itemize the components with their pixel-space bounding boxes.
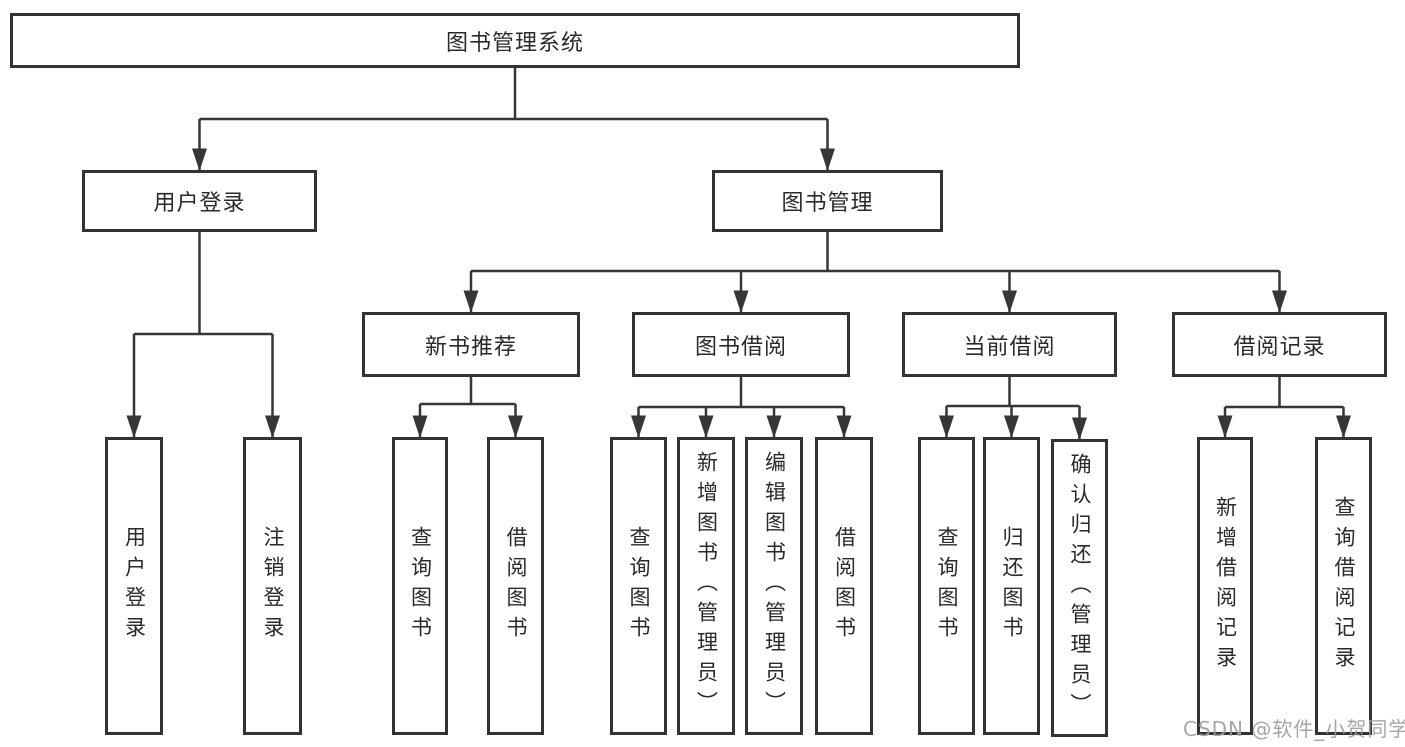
node-section-new-books-label: 新书推荐 [424,334,517,360]
leaf-newbooks-borrow-label: 借阅图书 [504,526,528,646]
leaf-newbooks-borrow: 借阅图书 [487,437,544,735]
node-user-login-branch: 用户登录 [82,170,317,232]
csdn-watermark: CSDN @软件_小贺同学 [1183,717,1405,741]
node-user-login-label: 用户登录 [153,191,246,216]
leaf-records-query-label: 查询借阅记录 [1332,496,1356,676]
leaf-borrow-query: 查询图书 [610,437,667,735]
node-book-mgmt-branch: 图书管理 [712,170,943,232]
leaf-current-confirm-return-admin: 确认归还（管理员） [1051,439,1108,737]
leaf-current-query: 查询图书 [918,437,975,735]
leaf-newbooks-query-label: 查询图书 [408,526,433,646]
node-root-label: 图书管理系统 [445,30,584,56]
leaf-records-query: 查询借阅记录 [1315,437,1372,735]
node-section-book-borrow: 图书借阅 [632,312,850,377]
leaf-borrow-add-book-admin-label: 新增图书（管理员） [694,451,719,721]
node-root-system: 图书管理系统 [10,13,1020,68]
leaf-borrow-query-label: 查询图书 [627,526,651,646]
leaf-current-return: 归还图书 [983,437,1040,735]
node-section-book-borrow-label: 图书借阅 [694,334,787,360]
leaf-borrow-add-book-admin: 新增图书（管理员） [677,437,735,735]
node-book-mgmt-label: 图书管理 [781,191,874,216]
node-section-borrow-records: 借阅记录 [1172,312,1387,377]
leaf-user-login-label: 用户登录 [122,526,147,646]
leaf-borrow-borrow-book: 借阅图书 [815,437,873,735]
leaf-logout-label: 注销登录 [261,526,285,646]
leaf-borrow-borrow-book-label: 借阅图书 [832,526,857,646]
node-section-current-borrow: 当前借阅 [902,312,1117,377]
leaf-user-login: 用户登录 [105,437,163,735]
leaf-records-add: 新增借阅记录 [1197,437,1253,735]
leaf-borrow-edit-book-admin: 编辑图书（管理员） [745,437,803,735]
node-section-current-borrow-label: 当前借阅 [963,334,1056,360]
leaf-records-add-label: 新增借阅记录 [1213,496,1238,676]
leaf-logout: 注销登录 [243,437,302,735]
leaf-current-return-label: 归还图书 [1000,526,1024,646]
leaf-newbooks-query: 查询图书 [392,437,448,735]
node-section-new-books: 新书推荐 [362,312,580,377]
leaf-borrow-edit-book-admin-label: 编辑图书（管理员） [762,451,787,721]
leaf-current-query-label: 查询图书 [935,526,959,646]
node-section-borrow-records-label: 借阅记录 [1233,334,1326,360]
leaf-current-confirm-return-admin-label: 确认归还（管理员） [1068,453,1092,723]
